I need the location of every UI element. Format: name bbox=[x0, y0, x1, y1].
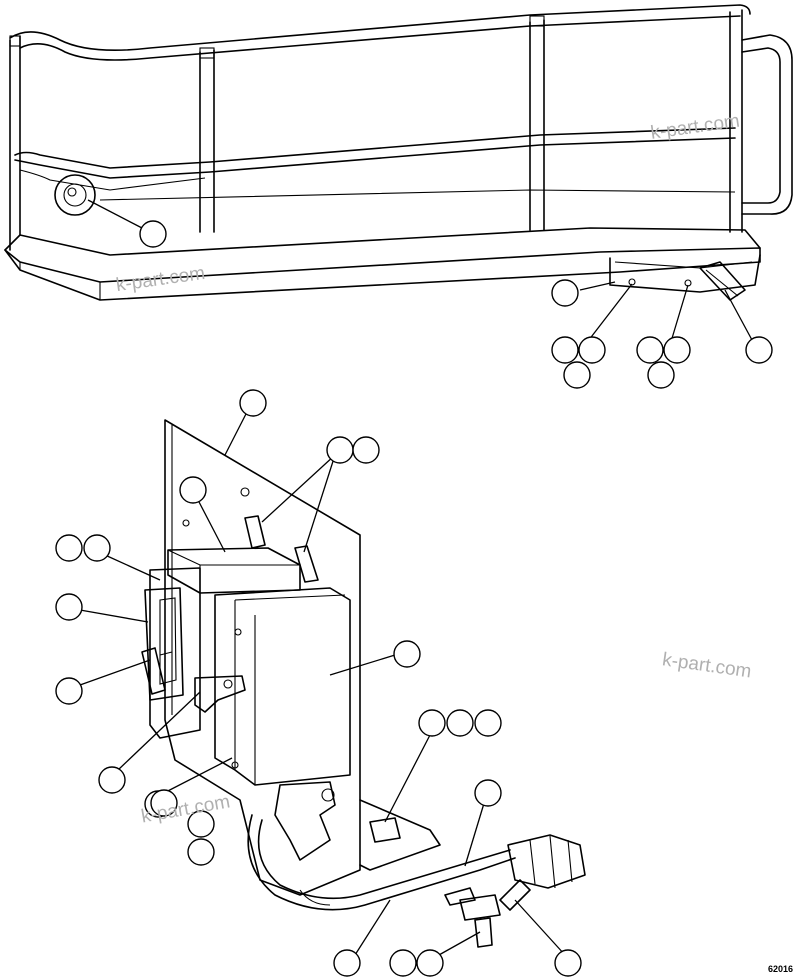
callout-bubble bbox=[418, 709, 446, 737]
callout-bubble bbox=[663, 336, 691, 364]
callout-bubble bbox=[578, 336, 606, 364]
callout-bubble bbox=[326, 436, 354, 464]
callout-bubble bbox=[83, 534, 111, 562]
callout-bubble bbox=[563, 361, 591, 389]
callout-bubble bbox=[647, 361, 675, 389]
callout-bubble bbox=[55, 593, 83, 621]
callout-bubble bbox=[333, 949, 361, 977]
callout-bubble bbox=[352, 436, 380, 464]
platform-assembly bbox=[4, 4, 793, 301]
callout-bubble bbox=[636, 336, 664, 364]
callout-bubble bbox=[551, 279, 579, 307]
callout-bubble bbox=[239, 389, 267, 417]
callout-bubble bbox=[187, 810, 215, 838]
callout-bubble bbox=[55, 534, 83, 562]
leader-lines bbox=[79, 199, 753, 961]
callout-bubble bbox=[150, 789, 178, 817]
callout-bubble bbox=[745, 336, 773, 364]
callout-bubble bbox=[446, 709, 474, 737]
callout-bubble bbox=[55, 677, 83, 705]
callout-bubble bbox=[551, 336, 579, 364]
callout-bubble bbox=[179, 476, 207, 504]
callout-bubble bbox=[393, 640, 421, 668]
callout-bubble bbox=[139, 220, 167, 248]
callout-bubble bbox=[389, 949, 417, 977]
control-box-assembly bbox=[141, 419, 586, 948]
callout-bubble bbox=[98, 766, 126, 794]
watermark: k-part.com bbox=[661, 649, 753, 682]
watermark: k-part.com bbox=[115, 263, 207, 296]
callout-bubble bbox=[474, 709, 502, 737]
figure-number: 62016 bbox=[768, 964, 793, 974]
callout-bubbles bbox=[55, 220, 773, 977]
callout-bubble bbox=[187, 838, 215, 866]
callout-bubble bbox=[474, 779, 502, 807]
callout-bubble bbox=[416, 949, 444, 977]
callout-bubble bbox=[554, 949, 582, 977]
